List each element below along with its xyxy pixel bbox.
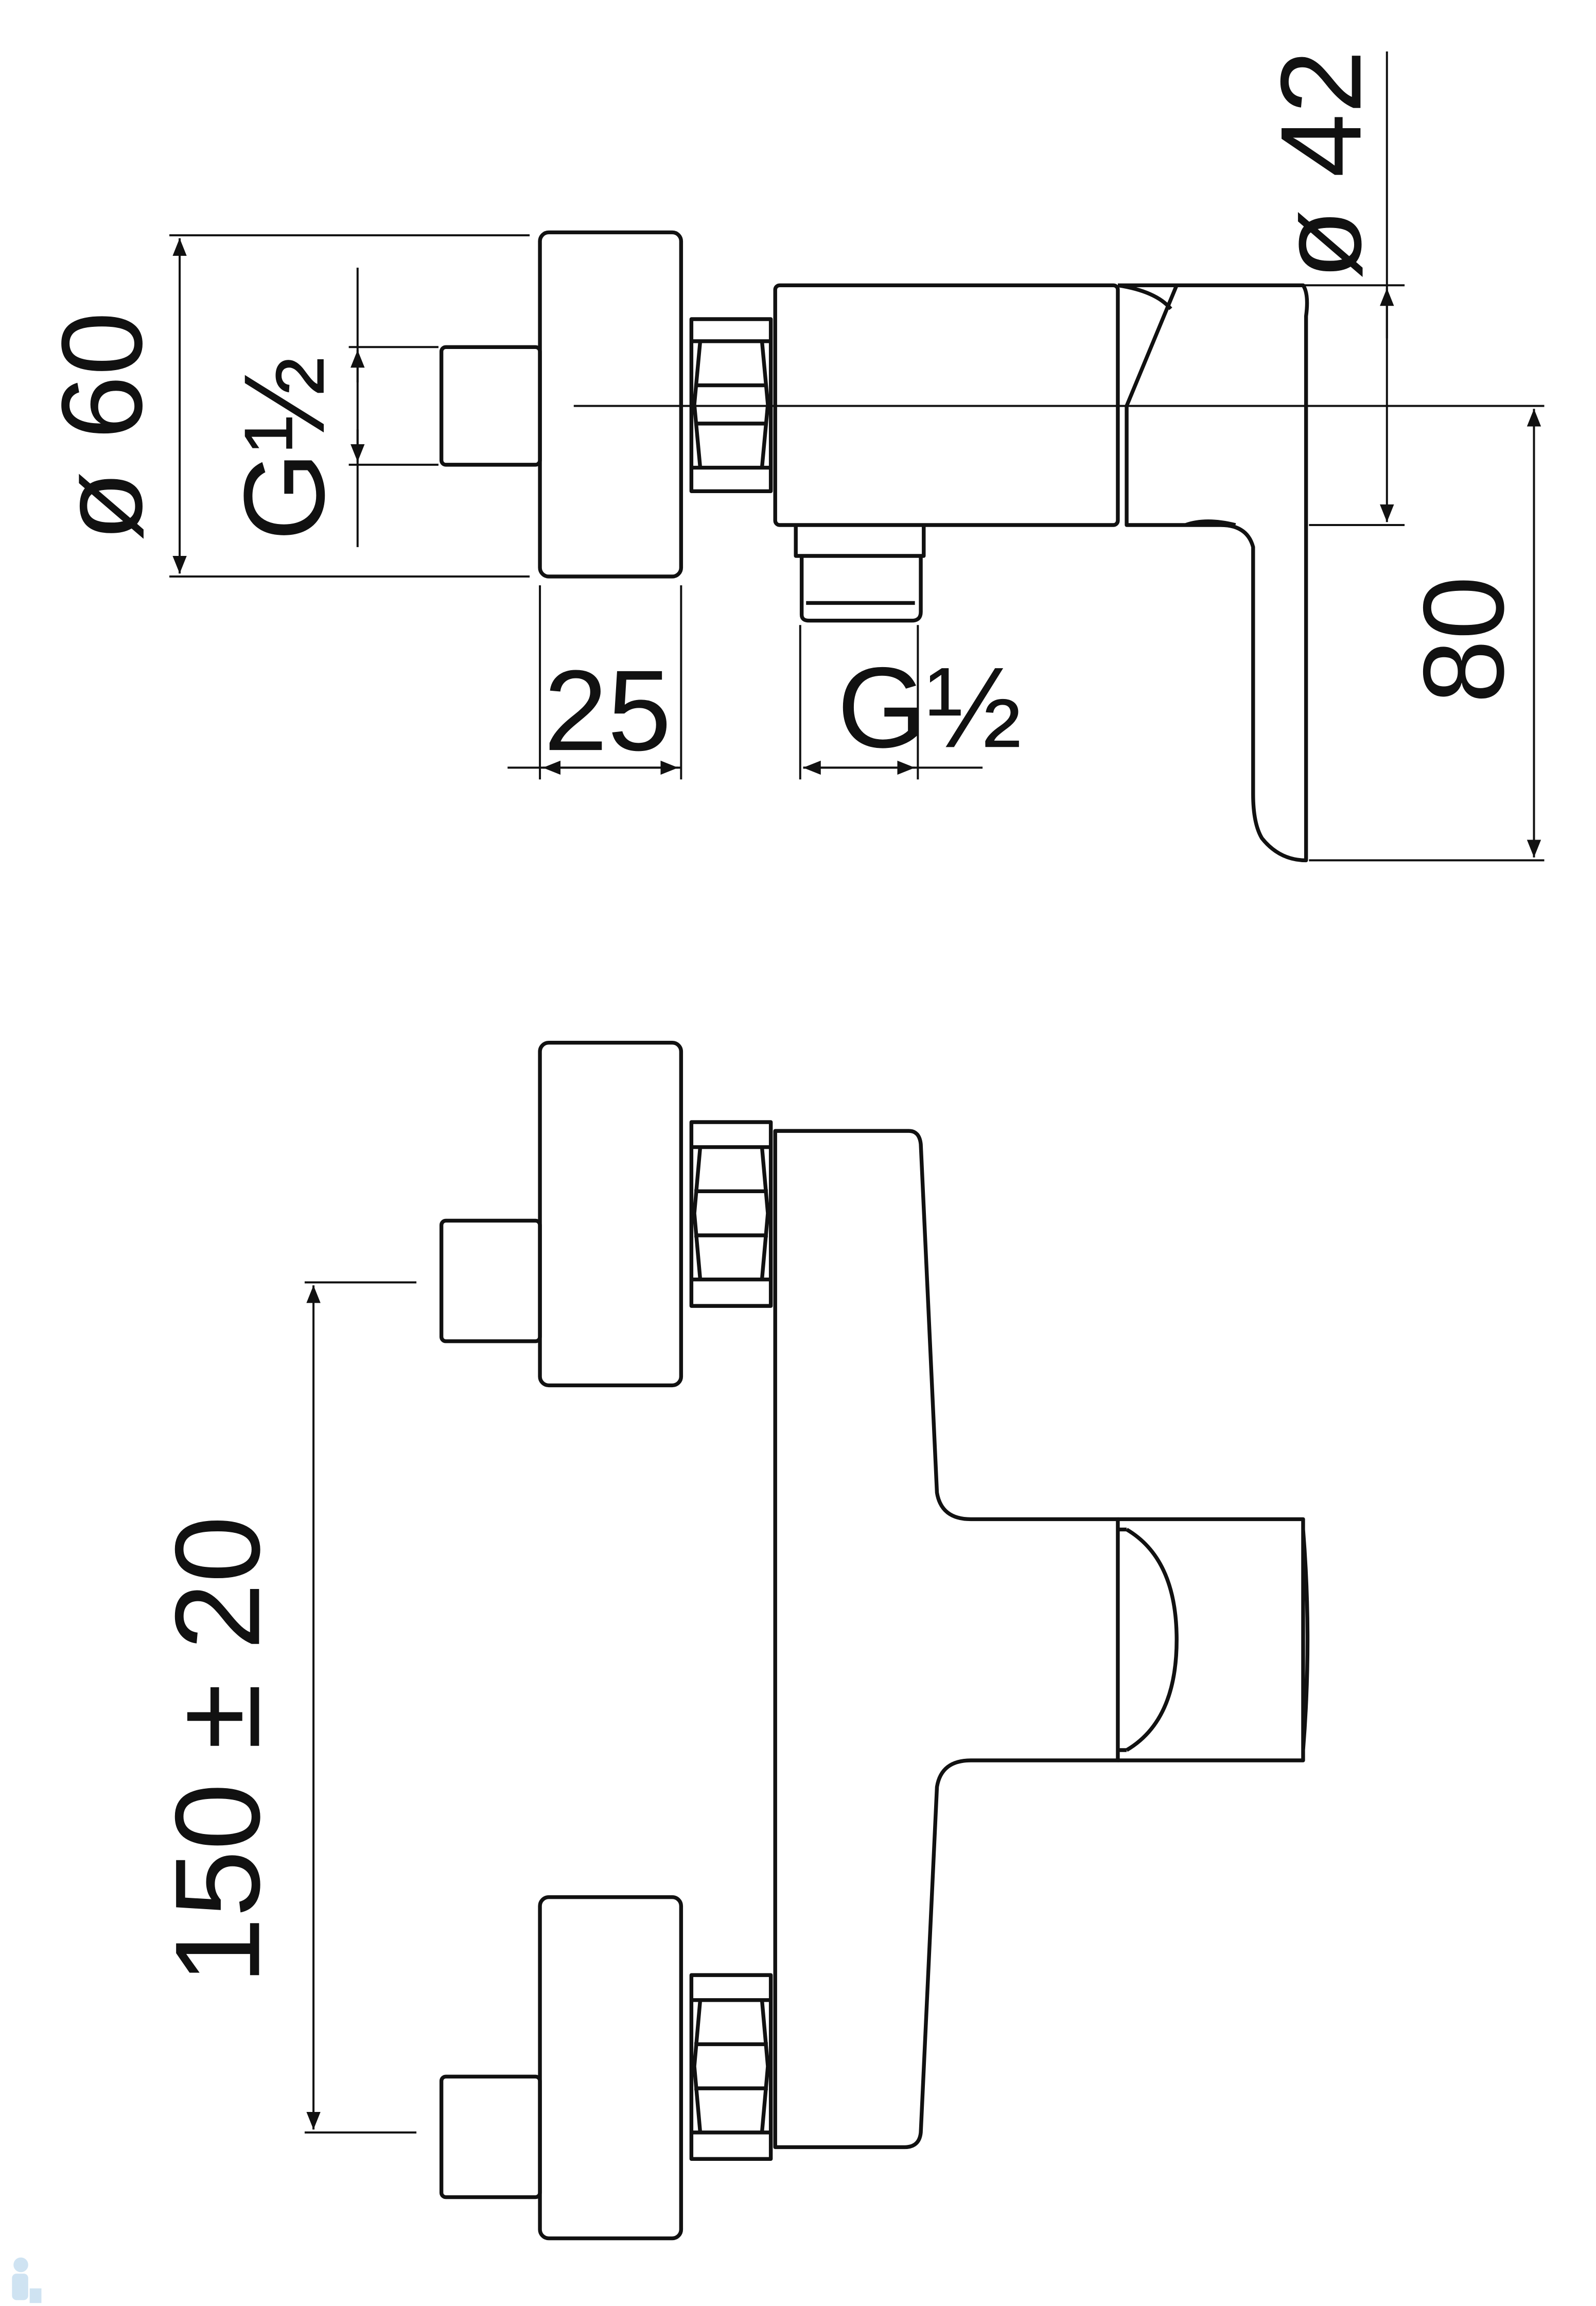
wall-plate xyxy=(538,230,683,579)
lever-handle xyxy=(1117,283,1309,863)
dim-inlet-thread: G½ xyxy=(220,356,348,541)
hex-nut-bottom xyxy=(689,1973,773,2161)
inlet-pipe xyxy=(439,345,542,467)
inlet-pipe-top xyxy=(439,1218,542,1343)
dim-lever-height: 80 xyxy=(1400,576,1528,704)
lever-front xyxy=(1117,1517,1310,1762)
hex-nut-top xyxy=(689,1120,773,1308)
outlet-connector xyxy=(794,525,926,623)
mixer-body-front xyxy=(773,1129,1120,2150)
wall-plate-bottom xyxy=(538,1895,683,2241)
front-view: 150 ± 20 xyxy=(150,1040,1310,2241)
dim-plate-depth: 25 xyxy=(544,647,672,775)
logo-icon xyxy=(12,2257,42,2303)
inlet-pipe-bottom xyxy=(439,2074,542,2199)
dim-outlet-thread: G½ xyxy=(837,643,1022,772)
dim-body-diameter: ø 42 xyxy=(1257,50,1385,279)
hex-nut xyxy=(689,317,773,493)
dim-center-distance: 150 ± 20 xyxy=(150,1516,285,1984)
dim-wall-plate-diameter: ø 60 xyxy=(38,312,166,541)
wall-plate-top xyxy=(538,1040,683,1388)
side-view: ø 60 G½ 25 G½ ø 42 80 xyxy=(38,50,1545,863)
